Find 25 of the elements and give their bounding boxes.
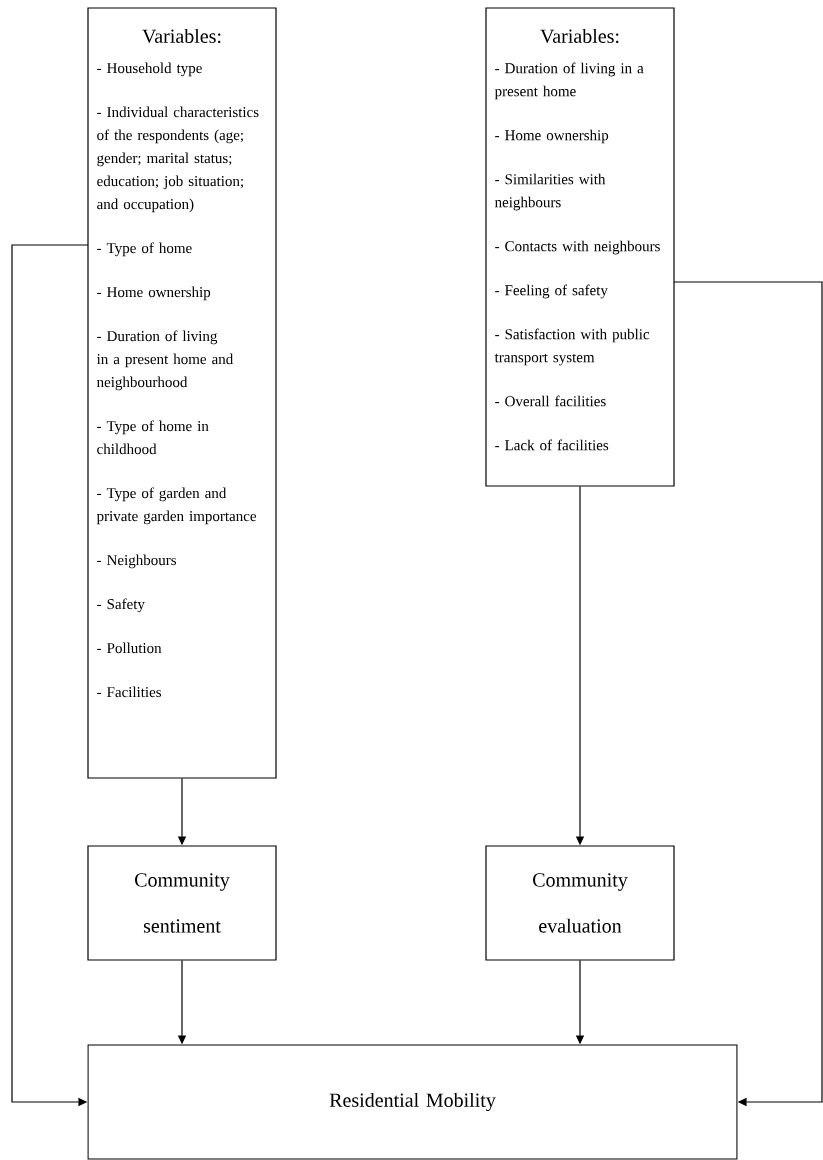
list-item: - Satisfaction with public transport system bbox=[494, 328, 650, 366]
list-item: - Type of home bbox=[97, 242, 192, 257]
list-item: - Type of home in childhood bbox=[97, 420, 209, 455]
list-item: - Individual characteristics of the respondents (age; gender; marital status; education; job situation; and occupation) bbox=[97, 106, 259, 213]
list-item: - Overall facilities bbox=[495, 395, 606, 407]
box-heading: Variables: bbox=[540, 28, 619, 44]
list-item: - Duration of living in a present home and neighbourhood bbox=[96, 330, 234, 391]
list-item: - Home ownership bbox=[495, 129, 609, 144]
arrow bbox=[673, 281, 823, 1107]
list-item: - Duration of living in a present home bbox=[494, 62, 644, 100]
list-item: - Pollution bbox=[97, 642, 162, 654]
list-item: - Lack of facilities bbox=[495, 439, 609, 451]
text-box: Community sentiment bbox=[87, 845, 277, 961]
list-item: - Facilities bbox=[97, 686, 162, 698]
list-item: - Neighbours bbox=[97, 554, 177, 569]
list-item: - Type of garden and private garden importance bbox=[96, 487, 256, 525]
text-box: Residential Mobility bbox=[87, 1044, 738, 1160]
list-item: - Feeling of safety bbox=[495, 284, 608, 299]
list-item: - Household type bbox=[97, 62, 202, 77]
text-box: Community evaluation bbox=[485, 845, 675, 961]
list-item: - Safety bbox=[97, 598, 145, 613]
list-item: - Home ownership bbox=[97, 286, 211, 301]
box-heading: Variables: bbox=[142, 28, 221, 44]
list-item: - Contacts with neighbours bbox=[495, 240, 660, 255]
list-item: - Similarities with neighbours bbox=[494, 173, 606, 211]
